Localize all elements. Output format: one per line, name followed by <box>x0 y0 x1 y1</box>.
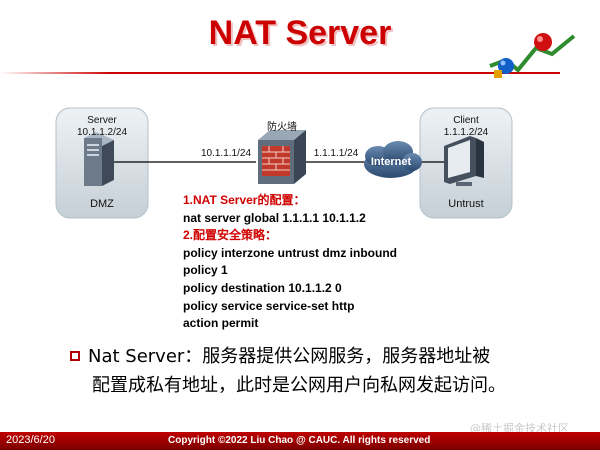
config-step2-title: 2.配置安全策略： <box>183 228 278 243</box>
network-topology <box>55 107 513 219</box>
config-command: nat server global 1.1.1.1 10.1.1.2 <box>183 210 366 225</box>
untrust-zone-label: Untrust <box>448 198 484 210</box>
firewall-label: 防火墙 <box>267 122 297 133</box>
config-step1-title: 1.NAT Server的配置： <box>183 193 306 207</box>
title-underline <box>0 72 560 74</box>
description-bullet: Nat Server：服务器提供公网服务，服务器地址被 配置成私有地址，此时是公… <box>70 342 590 400</box>
pc-monitor-icon <box>444 136 484 186</box>
footer-bar: 2023/6/20 Copyright ©2022 Liu Chao @ CAU… <box>0 432 600 450</box>
cloud-icon <box>364 141 422 178</box>
description-line-1: Nat Server：服务器提供公网服务，服务器地址被 <box>88 346 491 367</box>
slide-title: NAT Server <box>208 14 392 52</box>
server-name-label: Server <box>87 115 117 126</box>
watermark: @稀土掘金技术社区 <box>470 422 569 435</box>
server-ip-label: 10.1.1.2/24 <box>76 127 128 138</box>
config-command: policy 1 <box>183 263 228 278</box>
dmz-zone-label: DMZ <box>90 198 114 210</box>
internet-label: Internet <box>370 156 412 168</box>
client-name-label: Client <box>453 115 479 126</box>
config-block: 1.NAT Server的配置： nat server global 1.1.1… <box>183 192 483 333</box>
bullet-square-icon <box>70 351 80 361</box>
config-command: action permit <box>183 316 259 331</box>
footer-date: 2023/6/20 <box>6 434 55 446</box>
client-ip-label: 1.1.1.2/24 <box>443 127 489 138</box>
config-command: policy destination 10.1.1.2 0 <box>183 280 342 295</box>
description-line-2: 配置成私有地址，此时是公网用户向私网发起访问。 <box>92 375 506 396</box>
firewall-icon <box>258 130 306 184</box>
server-tower-icon <box>84 132 114 186</box>
logo-graphic <box>489 33 576 78</box>
footer-copyright: Copyright ©2022 Liu Chao @ CAUC. All rig… <box>168 435 431 446</box>
firewall-inside-ip: 10.1.1.1/24 <box>200 148 252 159</box>
config-command: policy interzone untrust dmz inbound <box>183 245 397 260</box>
config-command: policy service service-set http <box>183 298 355 313</box>
firewall-outside-ip: 1.1.1.1/24 <box>313 148 359 159</box>
